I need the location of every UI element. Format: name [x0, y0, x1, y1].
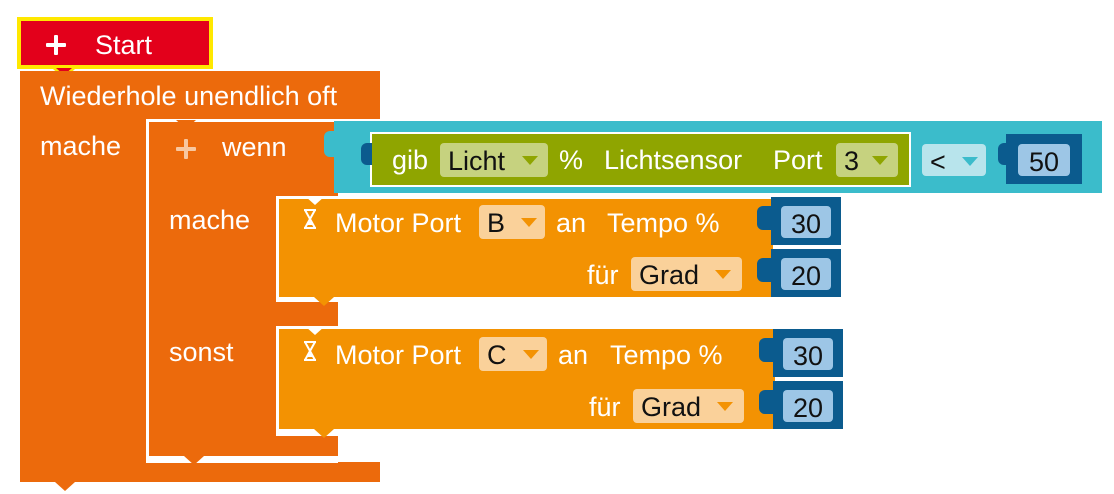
- amount-input-tab: [757, 258, 771, 282]
- if-block-footer[interactable]: [149, 436, 338, 456]
- number-output-tab: [998, 143, 1006, 165]
- hourglass-icon: [302, 340, 318, 362]
- motor-c-port-value: C: [487, 340, 507, 370]
- motor-b-unit-dropdown[interactable]: Grad: [631, 257, 742, 291]
- motor-c-speed-field[interactable]: 30: [783, 338, 833, 370]
- plus-icon[interactable]: [174, 137, 198, 161]
- repeat-bottom-connector: [55, 482, 75, 491]
- operator-value: <: [930, 147, 946, 177]
- chevron-down-icon: [521, 218, 537, 227]
- operator-dropdown[interactable]: <: [922, 144, 986, 176]
- sensor-name-label: Lichtsensor: [604, 145, 743, 175]
- motor-b-amount-field[interactable]: 20: [781, 258, 831, 290]
- motor-b-speed-label: Tempo %: [607, 208, 720, 238]
- motor-b-port-dropdown[interactable]: B: [479, 205, 545, 239]
- sensor-output-tab: [361, 143, 372, 165]
- speed-input-tab: [759, 338, 773, 362]
- sensor-unit-label: %: [559, 145, 584, 175]
- repeat-block-header[interactable]: [20, 71, 380, 119]
- chevron-down-icon: [522, 156, 538, 165]
- if-top-notch: [176, 120, 196, 129]
- motor-c-top-notch: [305, 326, 325, 335]
- motor-c-bottom-connector: [314, 429, 334, 438]
- if-bottom-connector: [184, 456, 204, 465]
- repeat-label: Wiederhole unendlich oft: [40, 81, 338, 111]
- repeat-do-label: mache: [40, 131, 122, 161]
- sensor-port-dropdown[interactable]: 3: [836, 143, 898, 177]
- repeat-block-footer[interactable]: [20, 462, 380, 482]
- sensor-port-value: 3: [844, 146, 860, 176]
- motor-b-on-label: an: [556, 208, 587, 238]
- motor-c-on-label: an: [558, 340, 589, 370]
- motor-b-top-notch: [305, 196, 325, 205]
- sensor-mode-dropdown[interactable]: Licht: [440, 143, 548, 177]
- motor-c-unit-dropdown[interactable]: Grad: [633, 389, 744, 423]
- chevron-down-icon: [962, 157, 978, 166]
- motor-b-bottom-connector: [314, 297, 334, 306]
- motor-c-port-dropdown[interactable]: C: [479, 337, 547, 371]
- repeat-block-side[interactable]: [20, 119, 148, 462]
- start-label: Start: [95, 30, 153, 60]
- motor-b-for-label: für: [587, 260, 619, 290]
- sensor-mode-value: Licht: [448, 146, 506, 176]
- motor-b-unit-value: Grad: [639, 260, 700, 290]
- compare-output-tab: [324, 131, 334, 157]
- motor-b-label: Motor Port: [335, 208, 462, 238]
- motor-c-unit-value: Grad: [641, 392, 702, 422]
- speed-input-tab: [757, 206, 771, 230]
- amount-input-tab: [759, 390, 773, 414]
- chevron-down-icon: [717, 402, 733, 411]
- motor-c-amount-field[interactable]: 20: [783, 390, 833, 422]
- plus-icon[interactable]: [44, 33, 68, 57]
- chevron-down-icon: [523, 350, 539, 359]
- motor-c-for-label: für: [589, 392, 621, 422]
- if-block-side[interactable]: [149, 196, 276, 456]
- compare-value-field[interactable]: 50: [1018, 144, 1070, 176]
- chevron-down-icon: [715, 270, 731, 279]
- if-block-middle[interactable]: [276, 302, 338, 326]
- else-label: sonst: [169, 337, 234, 367]
- motor-c-label: Motor Port: [335, 340, 462, 370]
- sensor-port-label: Port: [773, 145, 823, 175]
- if-do-label: mache: [169, 205, 251, 235]
- motor-c-speed-label: Tempo %: [610, 340, 723, 370]
- sensor-get-label: gib: [392, 145, 429, 175]
- motor-b-port-value: B: [487, 208, 506, 238]
- if-label: wenn: [222, 132, 287, 162]
- chevron-down-icon: [872, 156, 888, 165]
- if-block-header[interactable]: [149, 122, 338, 196]
- motor-b-speed-field[interactable]: 30: [781, 206, 831, 238]
- hourglass-icon: [302, 208, 318, 230]
